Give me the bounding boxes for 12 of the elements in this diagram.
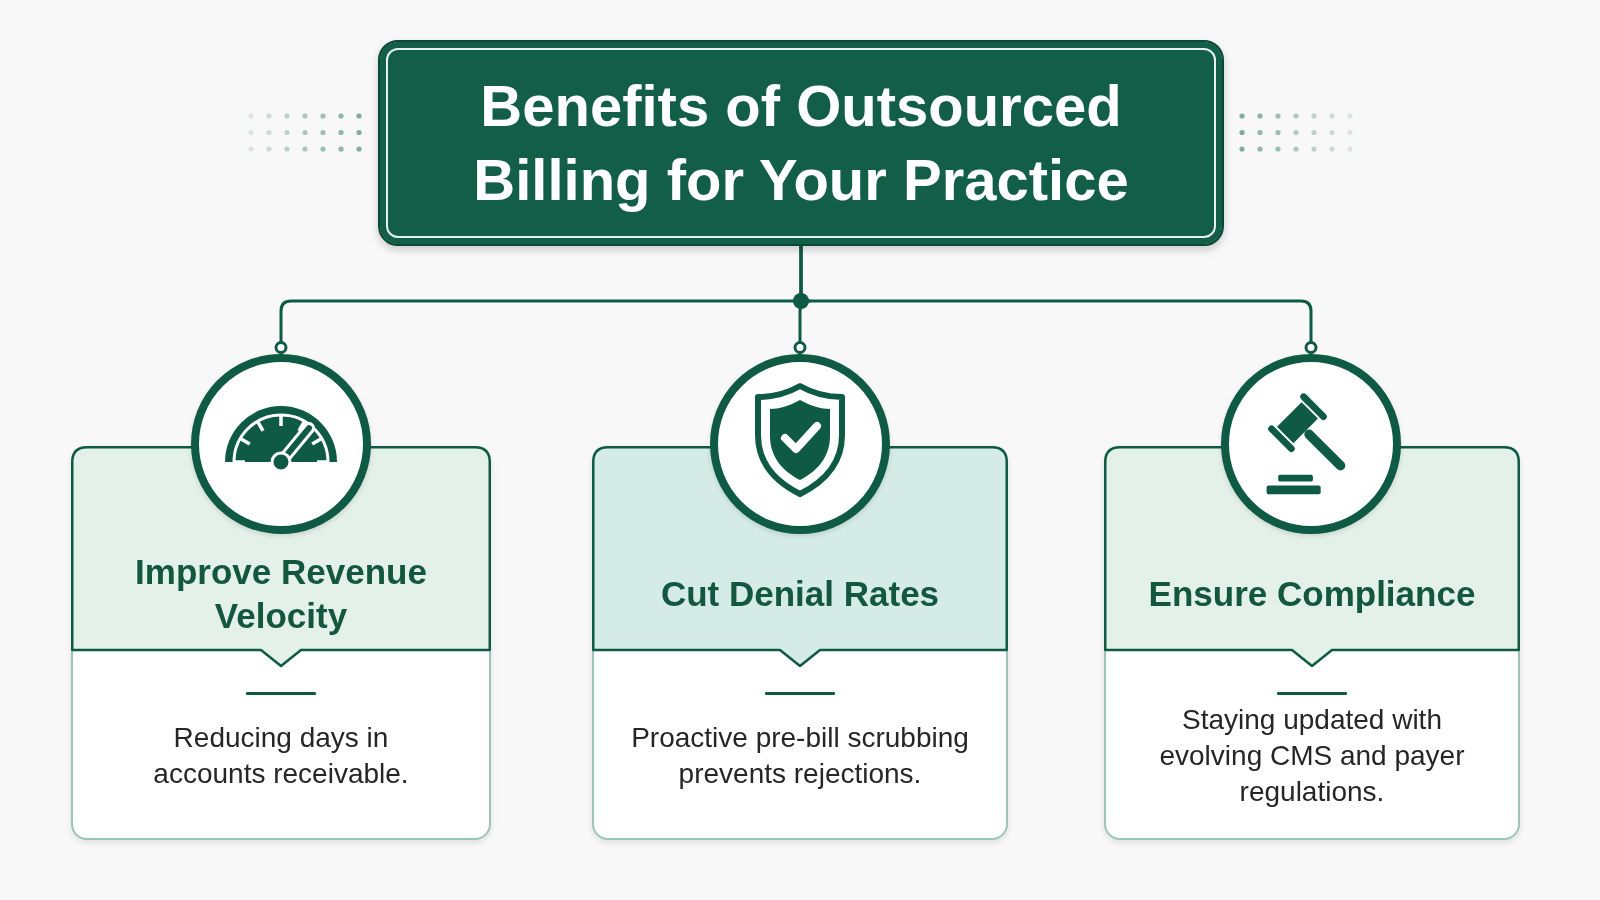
card-heading: Cut Denial Rates <box>660 573 940 615</box>
benefit-card <box>1104 446 1520 840</box>
title-text: Benefits of Outsourced Billing for Your Practice <box>472 72 1130 214</box>
card-description: Proactive pre-bill scrubbing prevents rejections. <box>630 721 970 791</box>
card-description: Staying updated with evolving CMS and payer regulations. <box>1158 703 1466 809</box>
title-banner <box>378 40 1224 246</box>
benefit-card <box>592 446 1008 840</box>
benefit-card <box>71 446 491 840</box>
card-description: Reducing days in accounts receivable. <box>152 721 410 791</box>
card-heading: Ensure Compliance <box>1148 573 1476 615</box>
card-heading: Improve Revenue Velocity <box>134 551 428 637</box>
connector-line <box>799 246 1318 354</box>
